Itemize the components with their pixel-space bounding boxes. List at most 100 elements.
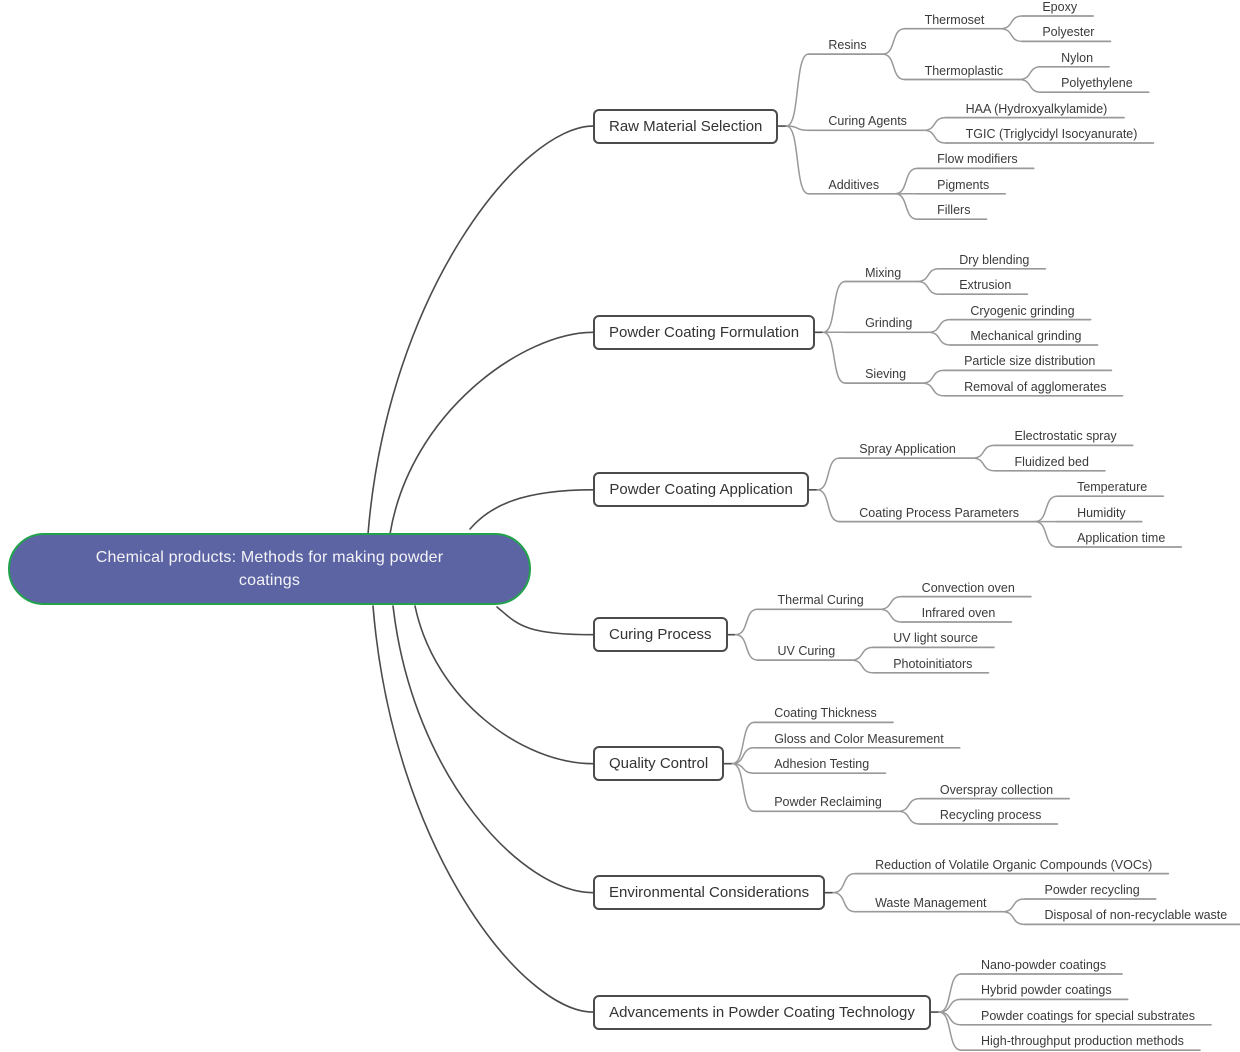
node-mixing[interactable]: Mixing [865,265,902,280]
node-mechanical-grinding[interactable]: Mechanical grinding [970,329,1082,343]
node-sieving[interactable]: Sieving [865,367,907,382]
child-link [785,125,810,132]
node-polyethylene[interactable]: Polyethylene [1061,76,1133,91]
branch-node-curing-process[interactable]: Curing Process [593,617,728,653]
node-nylon[interactable]: Nylon [1061,50,1094,65]
child-link [897,797,921,813]
child-link [921,369,945,384]
node-convection-oven[interactable]: Convection oven [921,580,1015,595]
node-adhesion-testing[interactable]: Adhesion Testing [774,757,870,772]
child-link [938,1011,962,1051]
child-link [921,382,945,397]
child-link [881,53,906,81]
child-link [734,608,759,636]
node-recycling-process[interactable]: Recycling process [939,808,1042,822]
root-link [496,606,594,636]
child-link [878,595,903,611]
child-link [731,721,755,765]
node-dry-blending[interactable]: Dry blending [959,252,1030,267]
branch-node-raw-material-selection[interactable]: Raw Material Selection [593,108,779,144]
child-link [1018,78,1042,93]
node-removal-of-agglomerates[interactable]: Removal of agglomerates [964,379,1107,394]
child-link [971,444,996,459]
child-link [922,116,947,132]
child-link [916,280,940,295]
node-flow-modifiers[interactable]: Flow modifiers [937,152,1018,167]
child-link [822,280,846,334]
node-overspray-collection[interactable]: Overspray collection [939,782,1054,797]
node-thermoset[interactable]: Thermoset [924,12,985,27]
child-link [850,646,874,661]
node-thermal-curing[interactable]: Thermal Curing [777,593,864,608]
child-link [731,762,755,813]
root-link [414,605,594,765]
child-link [897,810,921,825]
child-link [878,608,903,623]
node-disposal-of-non-recyclable-waste[interactable]: Disposal of non-recyclable waste [1044,908,1228,923]
child-link [731,747,755,765]
node-polyester[interactable]: Polyester [1042,25,1095,40]
node-coating-thickness[interactable]: Coating Thickness [774,706,877,721]
branch-node-powder-coating-application[interactable]: Powder Coating Application [593,472,810,508]
child-link [785,53,810,127]
node-application-time[interactable]: Application time [1077,531,1166,545]
child-link [832,891,856,913]
node-hybrid-powder-coatings[interactable]: Hybrid powder coatings [981,983,1112,998]
node-photoinitiators[interactable]: Photoinitiators [893,656,973,671]
node-curing-agents[interactable]: Curing Agents [828,114,907,129]
node-powder-coatings-for-special-substrates[interactable]: Powder coatings for special substrates [981,1008,1195,1023]
node-waste-management[interactable]: Waste Management [875,895,987,910]
root-node-label: Chemical products: Methods for making po… [95,549,444,589]
child-link [1034,495,1058,523]
node-cryogenic-grinding[interactable]: Cryogenic grinding [970,303,1075,318]
branch-node-powder-coating-formulation[interactable]: Powder Coating Formulation [593,314,816,350]
node-spray-application[interactable]: Spray Application [859,442,956,457]
node-extrusion[interactable]: Extrusion [959,278,1012,293]
node-grinding[interactable]: Grinding [865,316,913,331]
child-link [822,331,846,384]
node-thermoplastic[interactable]: Thermoplastic [924,63,1004,78]
node-infrared-oven[interactable]: Infrared oven [921,606,996,620]
child-link [894,193,918,220]
root-link [392,605,594,894]
node-coating-process-parameters[interactable]: Coating Process Parameters [859,505,1020,520]
node-additives[interactable]: Additives [828,177,880,192]
child-link [927,331,952,346]
child-link [734,633,759,661]
node-gloss-and-color-measurement[interactable]: Gloss and Color Measurement [774,731,944,746]
child-link [999,15,1024,30]
child-link [881,27,906,55]
branch-node-advancements-in-powder-coating-technology[interactable]: Advancements in Powder Coating Technolog… [593,994,931,1030]
child-link [1001,910,1026,926]
node-high-throughput-production-methods[interactable]: High-throughput production methods [981,1034,1184,1049]
node-nano-powder-coatings[interactable]: Nano-powder coatings [981,958,1107,972]
node-pigments[interactable]: Pigments [937,177,990,192]
node-temperature[interactable]: Temperature [1077,480,1148,495]
child-link [938,973,962,1013]
node-fluidized-bed[interactable]: Fluidized bed [1014,454,1089,469]
child-link [922,129,947,144]
child-link [1034,520,1058,548]
child-link [938,998,962,1013]
child-link [1018,66,1042,81]
child-link [1001,898,1026,913]
node-uv-curing[interactable]: UV Curing [777,644,836,659]
node-humidity[interactable]: Humidity [1077,505,1126,520]
node-haa-hydroxyalkylamide[interactable]: HAA (Hydroxyalkylamide) [965,101,1108,116]
node-particle-size-distribution[interactable]: Particle size distribution [964,354,1096,369]
node-resins[interactable]: Resins [828,38,867,53]
node-powder-recycling[interactable]: Powder recycling [1044,883,1140,897]
branch-node-quality-control[interactable]: Quality Control [593,746,725,782]
node-fillers[interactable]: Fillers [937,203,971,218]
node-electrostatic-spray[interactable]: Electrostatic spray [1014,429,1117,444]
root-link [469,489,594,530]
child-link [816,457,841,491]
root-node[interactable]: Chemical products: Methods for making po… [8,533,531,605]
node-powder-reclaiming[interactable]: Powder Reclaiming [774,795,882,810]
node-tgic-triglycidyl-isocyanurate[interactable]: TGIC (Triglycidyl Isocyanurate) [965,127,1138,141]
node-reduction-of-volatile-organic-compounds-vocs[interactable]: Reduction of Volatile Organic Compounds … [875,857,1153,872]
node-uv-light-source[interactable]: UV light source [893,631,978,646]
node-epoxy[interactable]: Epoxy [1042,0,1078,14]
child-link [999,27,1024,43]
branch-node-environmental-considerations[interactable]: Environmental Considerations [593,875,826,911]
